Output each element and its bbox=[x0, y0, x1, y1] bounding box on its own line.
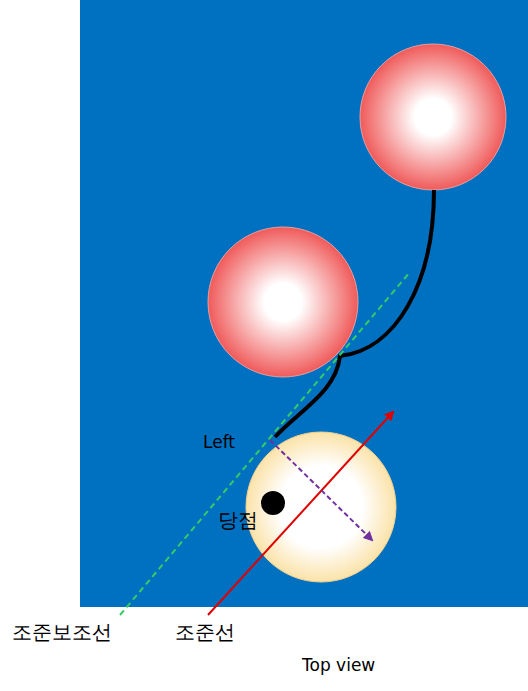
cue-ball bbox=[246, 432, 396, 582]
contact-point-dot bbox=[261, 491, 285, 515]
aim-line-label: 조준선 bbox=[175, 620, 235, 644]
aim-helper-line bbox=[120, 272, 410, 615]
red-ball bbox=[360, 44, 506, 190]
aim-line bbox=[208, 412, 393, 615]
red-ball bbox=[208, 227, 358, 377]
contact-point-label: 당점 bbox=[218, 508, 258, 532]
view-caption: Top view bbox=[302, 655, 375, 675]
spin-direction-arrow bbox=[270, 440, 372, 540]
table-cloth bbox=[80, 0, 528, 607]
ball-path bbox=[275, 190, 434, 437]
aim-helper-line-label: 조준보조선 bbox=[12, 620, 112, 644]
direction-label: Left bbox=[203, 432, 235, 452]
